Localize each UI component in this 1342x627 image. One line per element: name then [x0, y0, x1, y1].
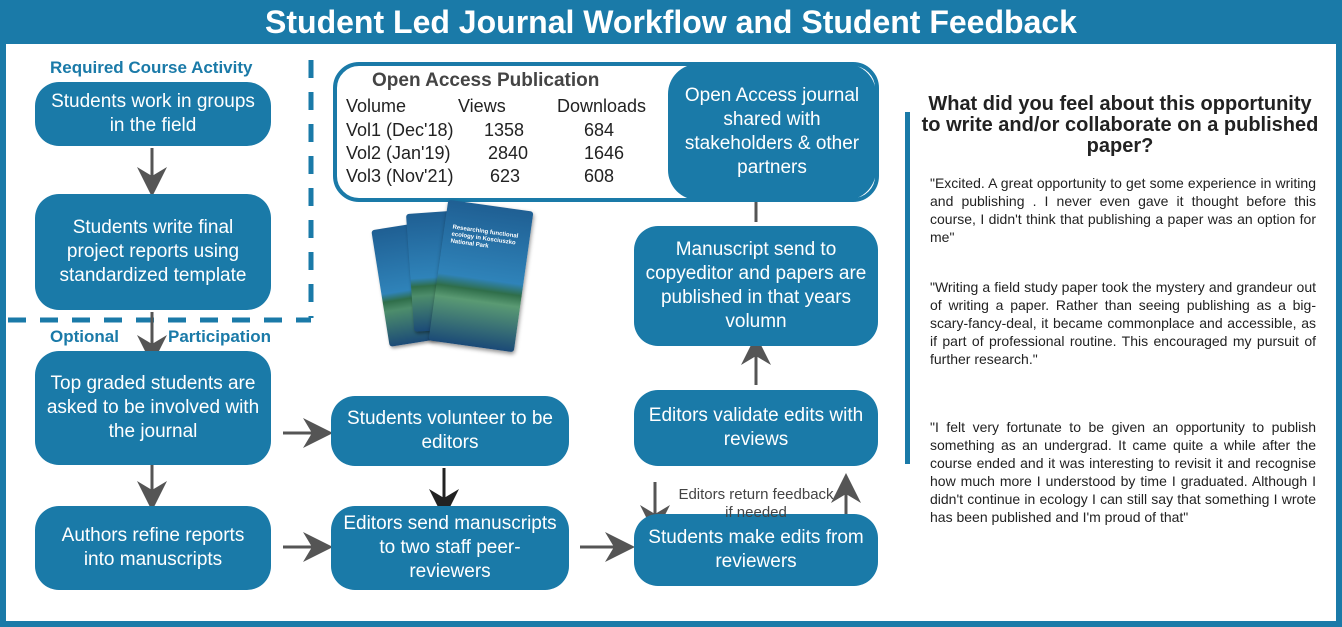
step-volunteer-editors: Students volunteer to be editors — [331, 396, 569, 466]
step-top-graded: Top graded students are asked to be invo… — [35, 351, 271, 465]
table-cell-views: 623 — [490, 166, 521, 186]
step-validate-edits: Editors validate edits with reviews — [634, 390, 878, 466]
feedback-quote-3: "I felt very fortunate to be given an op… — [930, 419, 1316, 525]
optional-label: Optional — [50, 327, 119, 346]
step-write-reports: Students write final project reports usi… — [35, 194, 271, 310]
publication-title: Open Access Publication — [372, 70, 600, 91]
step-copyeditor: Manuscript send to copyeditor and papers… — [634, 226, 878, 346]
table-cell-volume: Vol1 (Dec'18) — [346, 120, 454, 140]
table-cell-downloads: 608 — [584, 166, 615, 186]
col-header-downloads: Downloads — [557, 96, 647, 116]
participation-label: Participation — [168, 327, 271, 346]
col-header-views: Views — [458, 96, 506, 116]
journal-covers-image: Researching functional ecology in Kosciu… — [371, 199, 534, 355]
page-title: Student Led Journal Workflow and Student… — [0, 0, 1342, 44]
table-cell-views: 2840 — [488, 143, 529, 163]
table-cell-downloads: 684 — [584, 120, 615, 140]
step-send-reviewers: Editors send manuscripts to two staff pe… — [331, 506, 569, 590]
step-work-in-groups: Students work in groups in the field — [35, 82, 271, 146]
feedback-quote-1: "Excited. A great opportunity to get som… — [930, 175, 1316, 245]
table-cell-volume: Vol3 (Nov'21) — [346, 166, 454, 186]
book-cover-front: Researching functional ecology in Kosciu… — [428, 199, 534, 353]
step-make-edits: Students make edits from reviewers — [634, 514, 878, 586]
step-refine-manuscripts: Authors refine reports into manuscripts — [35, 506, 271, 590]
table-cell-views: 1358 — [484, 120, 525, 140]
table-cell-volume: Vol2 (Jan'19) — [346, 143, 451, 163]
feedback-question: What did you feel about this opportunity… — [921, 93, 1319, 157]
feedback-quote-2: "Writing a field study paper took the my… — [930, 279, 1316, 367]
col-header-volume: Volume — [346, 96, 407, 116]
editors-return-note: Editors return feedback if needed — [678, 486, 834, 521]
table-cell-downloads: 1646 — [584, 143, 625, 163]
book-cover-title: Researching functional ecology in Kosciu… — [450, 224, 519, 250]
step-journal-shared: Open Access journal shared with stakehol… — [668, 64, 876, 200]
feedback-divider — [905, 112, 910, 464]
required-activity-label: Required Course Activity — [50, 58, 253, 77]
